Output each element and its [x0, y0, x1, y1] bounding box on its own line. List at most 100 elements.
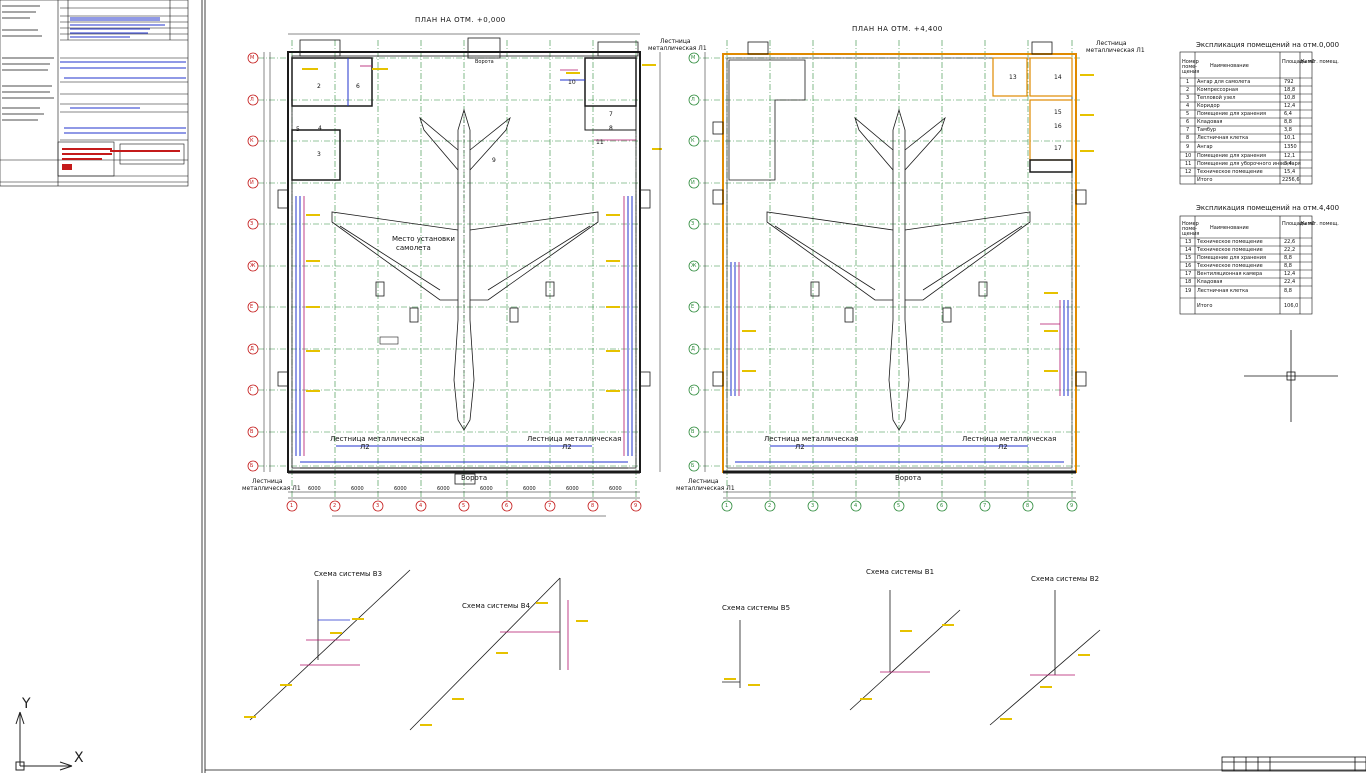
table2-row-num: 17	[1185, 271, 1192, 277]
ucs-y-label: Y	[22, 696, 31, 712]
plan1-row-axis: Л	[250, 97, 254, 103]
plan2-col-bubbles	[721, 500, 1078, 512]
scheme-yellow-tags	[244, 602, 1090, 726]
plan1-dimension: 6000	[609, 486, 622, 492]
table2-row-name: Помещение для хранения	[1197, 255, 1266, 261]
plan1-room-tag: 7	[609, 111, 613, 118]
plan2-blue-lines	[730, 262, 1069, 463]
plan2-row-axis: Б	[691, 463, 695, 469]
plan2-grid-cols	[726, 40, 1073, 500]
plan2-aircraft	[766, 108, 1031, 431]
plan2-ladder-top-1: Лестница	[1096, 40, 1127, 47]
left-sheet-text-lines	[60, 17, 186, 134]
scheme-b5-lines	[722, 620, 741, 688]
plan1-room-tag: 9	[492, 157, 496, 164]
table2-row-area: 22,4	[1284, 279, 1296, 285]
crosshair-cursor-icon	[1244, 330, 1338, 422]
table1-row-num: 7	[1186, 127, 1190, 133]
table2-row-area: 22,6	[1284, 239, 1296, 245]
plan1-col-bubbles	[286, 500, 642, 512]
plan2-ladder-right-tag: Л2	[998, 443, 1008, 451]
plan1-room-tag: 10	[568, 79, 576, 86]
plan1-dimension: 6000	[480, 486, 493, 492]
table2-row-area: 8,8	[1284, 255, 1292, 261]
table1-row-num: 6	[1186, 119, 1190, 125]
table1-row-area: 1350	[1284, 144, 1297, 150]
plan2-row-axis: К	[691, 138, 695, 144]
plan2-title: ПЛАН НА ОТМ. +4,400	[852, 25, 943, 33]
main-sheet-frame	[201, 0, 1366, 773]
plan1-row-axis: И	[250, 180, 254, 186]
table1-row-name: Помещение для хранения	[1197, 111, 1266, 117]
plan2-ladder-left-tag: Л2	[795, 443, 805, 451]
plan2-col-axis: 9	[1070, 503, 1074, 509]
plan1-walls	[277, 37, 651, 485]
table2-header: Площадь м2	[1282, 221, 1315, 227]
table2-row-area: 12,4	[1284, 271, 1296, 277]
plan1-dimension: 6000	[523, 486, 536, 492]
table1-row-num: 4	[1186, 103, 1190, 109]
table2-row-name: Техническое помещение	[1197, 263, 1263, 269]
plan2-row-axis: Д	[691, 346, 695, 352]
table2-row-name: Вентиляционная камера	[1197, 271, 1263, 277]
table2-frame	[1179, 215, 1313, 315]
table2-header: Катег. помещ.	[1301, 221, 1339, 227]
table1-row-area: 792	[1284, 79, 1294, 85]
table1-row-name: Ангар	[1197, 144, 1213, 150]
plan1-room-tag: 3	[317, 151, 321, 158]
table1-row-name: Ангар для самолета	[1197, 79, 1251, 85]
plan1-room-tag: 11	[596, 139, 604, 146]
plan2-row-axis: М	[691, 55, 696, 61]
table1-row-num: 2	[1186, 87, 1190, 93]
plan1-col-axis: 7	[548, 503, 552, 509]
plan1-gate-bottom: Ворота	[461, 474, 488, 482]
plan2-room-tag: 16	[1054, 123, 1062, 130]
plan2-row-bubbles	[688, 52, 700, 472]
plan1-col-axis: 8	[591, 503, 595, 509]
table1-row-area: 6,4	[1284, 111, 1292, 117]
plan2-walls	[712, 41, 1087, 474]
left-sheet-black-text	[2, 5, 54, 121]
plan2-col-axis: 7	[983, 503, 987, 509]
table1-total-label: Итого	[1197, 177, 1213, 183]
table1-row-num: 5	[1186, 111, 1190, 117]
table2-row-num: 19	[1185, 288, 1192, 294]
plan1-magenta-lines	[303, 65, 636, 456]
table1-row-num: 1	[1186, 79, 1190, 85]
left-sheet	[0, 0, 189, 187]
plan1-col-axis: 4	[419, 503, 423, 509]
plan1-row-axis: Б	[250, 463, 254, 469]
plan2-room-tag: 15	[1054, 109, 1062, 116]
plan1-row-bubbles	[247, 52, 259, 472]
plan1-row-axis: К	[250, 138, 254, 144]
table2-header: Наименование	[1210, 225, 1249, 231]
left-sheet-red-marks	[62, 148, 180, 170]
table1-title: Экспликация помещений на отм.0,000	[1196, 41, 1340, 49]
table1-row-name: Техническое помещение	[1197, 169, 1263, 175]
plan1-row-axis: М	[250, 55, 255, 61]
table1-total-area: 2256,6	[1282, 177, 1300, 183]
plan2-row-axis: Ж	[691, 263, 697, 269]
scheme-b1-title: Схема системы В1	[866, 568, 935, 576]
plan2-room-tag: 14	[1054, 74, 1062, 81]
table1-row-num: 8	[1186, 135, 1190, 141]
plan1-dimension: 6000	[308, 486, 321, 492]
table1-row-num: 12	[1185, 169, 1192, 175]
table1-row-area: 18,8	[1284, 87, 1296, 93]
plan1-ladder-top-2: металлическая Л1	[648, 45, 707, 52]
plan2-ladder-top-2: металлическая Л1	[1086, 47, 1145, 54]
plan2-col-axis: 3	[811, 503, 815, 509]
plan1-aircraft-label-1: Место установки	[392, 235, 455, 243]
plan1-room-tag: 8	[609, 125, 613, 132]
plan1-blue-lines	[295, 58, 633, 463]
table1-row-num: 11	[1185, 161, 1192, 167]
plan2-row-axis: Е	[691, 304, 695, 310]
plan1-yellow-tags	[302, 64, 662, 392]
plan1-room-tag: 6	[356, 83, 360, 90]
plan2-gate: Ворота	[895, 474, 922, 482]
scheme-b4-title: Схема системы В4	[462, 602, 531, 610]
plan1-title: ПЛАН НА ОТМ. +0,000	[415, 16, 506, 24]
plan1-row-axis: З	[250, 221, 254, 227]
plan2-row-axis: З	[691, 221, 695, 227]
